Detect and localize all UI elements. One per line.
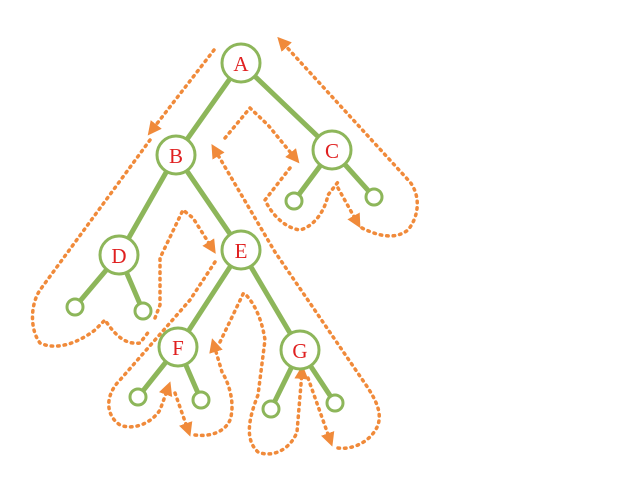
empty-leaf-6 xyxy=(191,390,211,410)
empty-leaves xyxy=(65,187,384,419)
node-f: F xyxy=(157,326,199,368)
node-d-circle xyxy=(98,234,140,276)
node-b-circle xyxy=(155,134,197,176)
node-c: C xyxy=(311,129,353,171)
tree-nodes: A B C D E F G xyxy=(98,42,353,371)
node-f-label: F xyxy=(172,336,184,360)
node-a-circle xyxy=(220,42,262,84)
traversal-segment-2 xyxy=(30,138,152,348)
traversal-segment-14 xyxy=(277,36,419,238)
node-e-label: E xyxy=(235,239,248,263)
traversal-segment-9 xyxy=(306,376,335,447)
node-d: D xyxy=(98,234,140,276)
empty-leaf-4 xyxy=(133,301,153,321)
empty-leaf-8 xyxy=(325,393,345,413)
traversal-path xyxy=(30,36,419,456)
node-f-circle xyxy=(157,326,199,368)
edge-c-leaf-1 xyxy=(296,162,324,198)
empty-leaf-2 xyxy=(364,187,384,207)
node-a-label: A xyxy=(233,52,249,76)
node-g-label: G xyxy=(292,339,307,363)
traversal-segment-11 xyxy=(223,106,300,164)
node-c-label: C xyxy=(325,139,339,163)
traversal-segment-4 xyxy=(107,260,217,429)
edge-e-f xyxy=(185,263,234,334)
edge-d-leaf-4 xyxy=(123,269,143,307)
traversal-segment-3 xyxy=(153,208,216,320)
edge-f-leaf-6 xyxy=(183,361,201,396)
tree-edges xyxy=(77,73,372,405)
node-d-label: D xyxy=(111,244,126,268)
edge-b-d xyxy=(125,169,170,241)
edge-a-b xyxy=(184,76,233,142)
node-c-circle xyxy=(311,129,353,171)
edge-b-e xyxy=(184,168,233,237)
traversal-segment-13 xyxy=(336,186,361,229)
traversal-segment-8 xyxy=(245,294,309,456)
empty-leaf-5 xyxy=(128,387,148,407)
traversal-segment-7 xyxy=(218,288,247,344)
edge-g-leaf-7 xyxy=(272,364,295,405)
empty-leaf-3 xyxy=(65,297,85,317)
traversal-segment-5 xyxy=(173,391,193,437)
edge-e-g xyxy=(248,263,293,337)
empty-leaf-7 xyxy=(261,399,281,419)
traversal-segment-6 xyxy=(193,338,234,438)
traversal-segment-12 xyxy=(263,166,340,232)
node-g: G xyxy=(279,329,321,371)
node-g-circle xyxy=(279,329,321,371)
edge-a-c xyxy=(252,73,321,140)
empty-leaf-1 xyxy=(284,191,304,211)
node-e-circle xyxy=(220,229,262,271)
node-b: B xyxy=(155,134,197,176)
traversal-segment-1 xyxy=(147,48,216,136)
node-a: A xyxy=(220,42,262,84)
node-e: E xyxy=(220,229,262,271)
edge-c-leaf-2 xyxy=(342,161,372,194)
node-b-label: B xyxy=(169,144,183,168)
edge-g-leaf-8 xyxy=(307,363,334,399)
edge-f-leaf-5 xyxy=(140,359,169,394)
edge-d-leaf-3 xyxy=(77,267,110,304)
